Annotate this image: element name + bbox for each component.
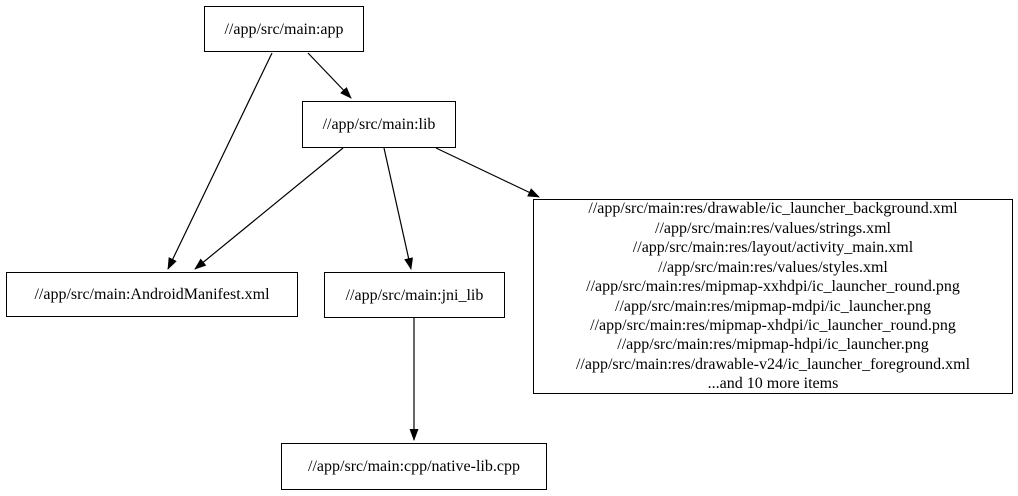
resource-more-items: ...and 10 more items (707, 375, 839, 393)
node-label: //app/src/main:AndroidManifest.xml (34, 286, 270, 303)
resource-item: //app/src/main:res/mipmap-xxhdpi/ic_laun… (586, 278, 960, 296)
edge-lib-to-jni-lib (383, 147, 413, 270)
resource-item: //app/src/main:res/values/strings.xml (655, 219, 891, 237)
node-jni-lib: //app/src/main:jni_lib (324, 272, 505, 318)
edge-app-to-lib (307, 52, 352, 99)
resource-item: //app/src/main:res/mipmap-xhdpi/ic_launc… (590, 316, 956, 334)
node-label: //app/src/main:cpp/native-lib.cpp (308, 458, 520, 475)
node-label: //app/src/main:lib (322, 116, 436, 133)
resource-item: //app/src/main:res/mipmap-mdpi/ic_launch… (615, 297, 931, 315)
resource-item: //app/src/main:res/mipmap-hdpi/ic_launch… (617, 336, 929, 354)
resource-item: //app/src/main:res/layout/activity_main.… (632, 239, 914, 257)
edge-lib-to-resources (435, 147, 540, 198)
node-app: //app/src/main:app (204, 6, 364, 52)
node-lib: //app/src/main:lib (302, 101, 456, 148)
edge-lib-to-android-manifest (194, 147, 344, 270)
node-label: //app/src/main:app (224, 20, 344, 38)
node-label: //app/src/main:jni_lib (345, 286, 484, 304)
resource-item: //app/src/main:res/drawable/ic_launcher_… (588, 200, 958, 218)
edge-app-to-android-manifest (167, 52, 273, 270)
resource-item: //app/src/main:res/values/styles.xml (658, 258, 888, 276)
node-android-manifest: //app/src/main:AndroidManifest.xml (6, 272, 298, 317)
node-native-lib-cpp: //app/src/main:cpp/native-lib.cpp (281, 443, 547, 490)
resource-item: //app/src/main:res/drawable-v24/ic_launc… (575, 355, 971, 373)
node-resources: //app/src/main:res/drawable/ic_launcher_… (533, 199, 1013, 394)
